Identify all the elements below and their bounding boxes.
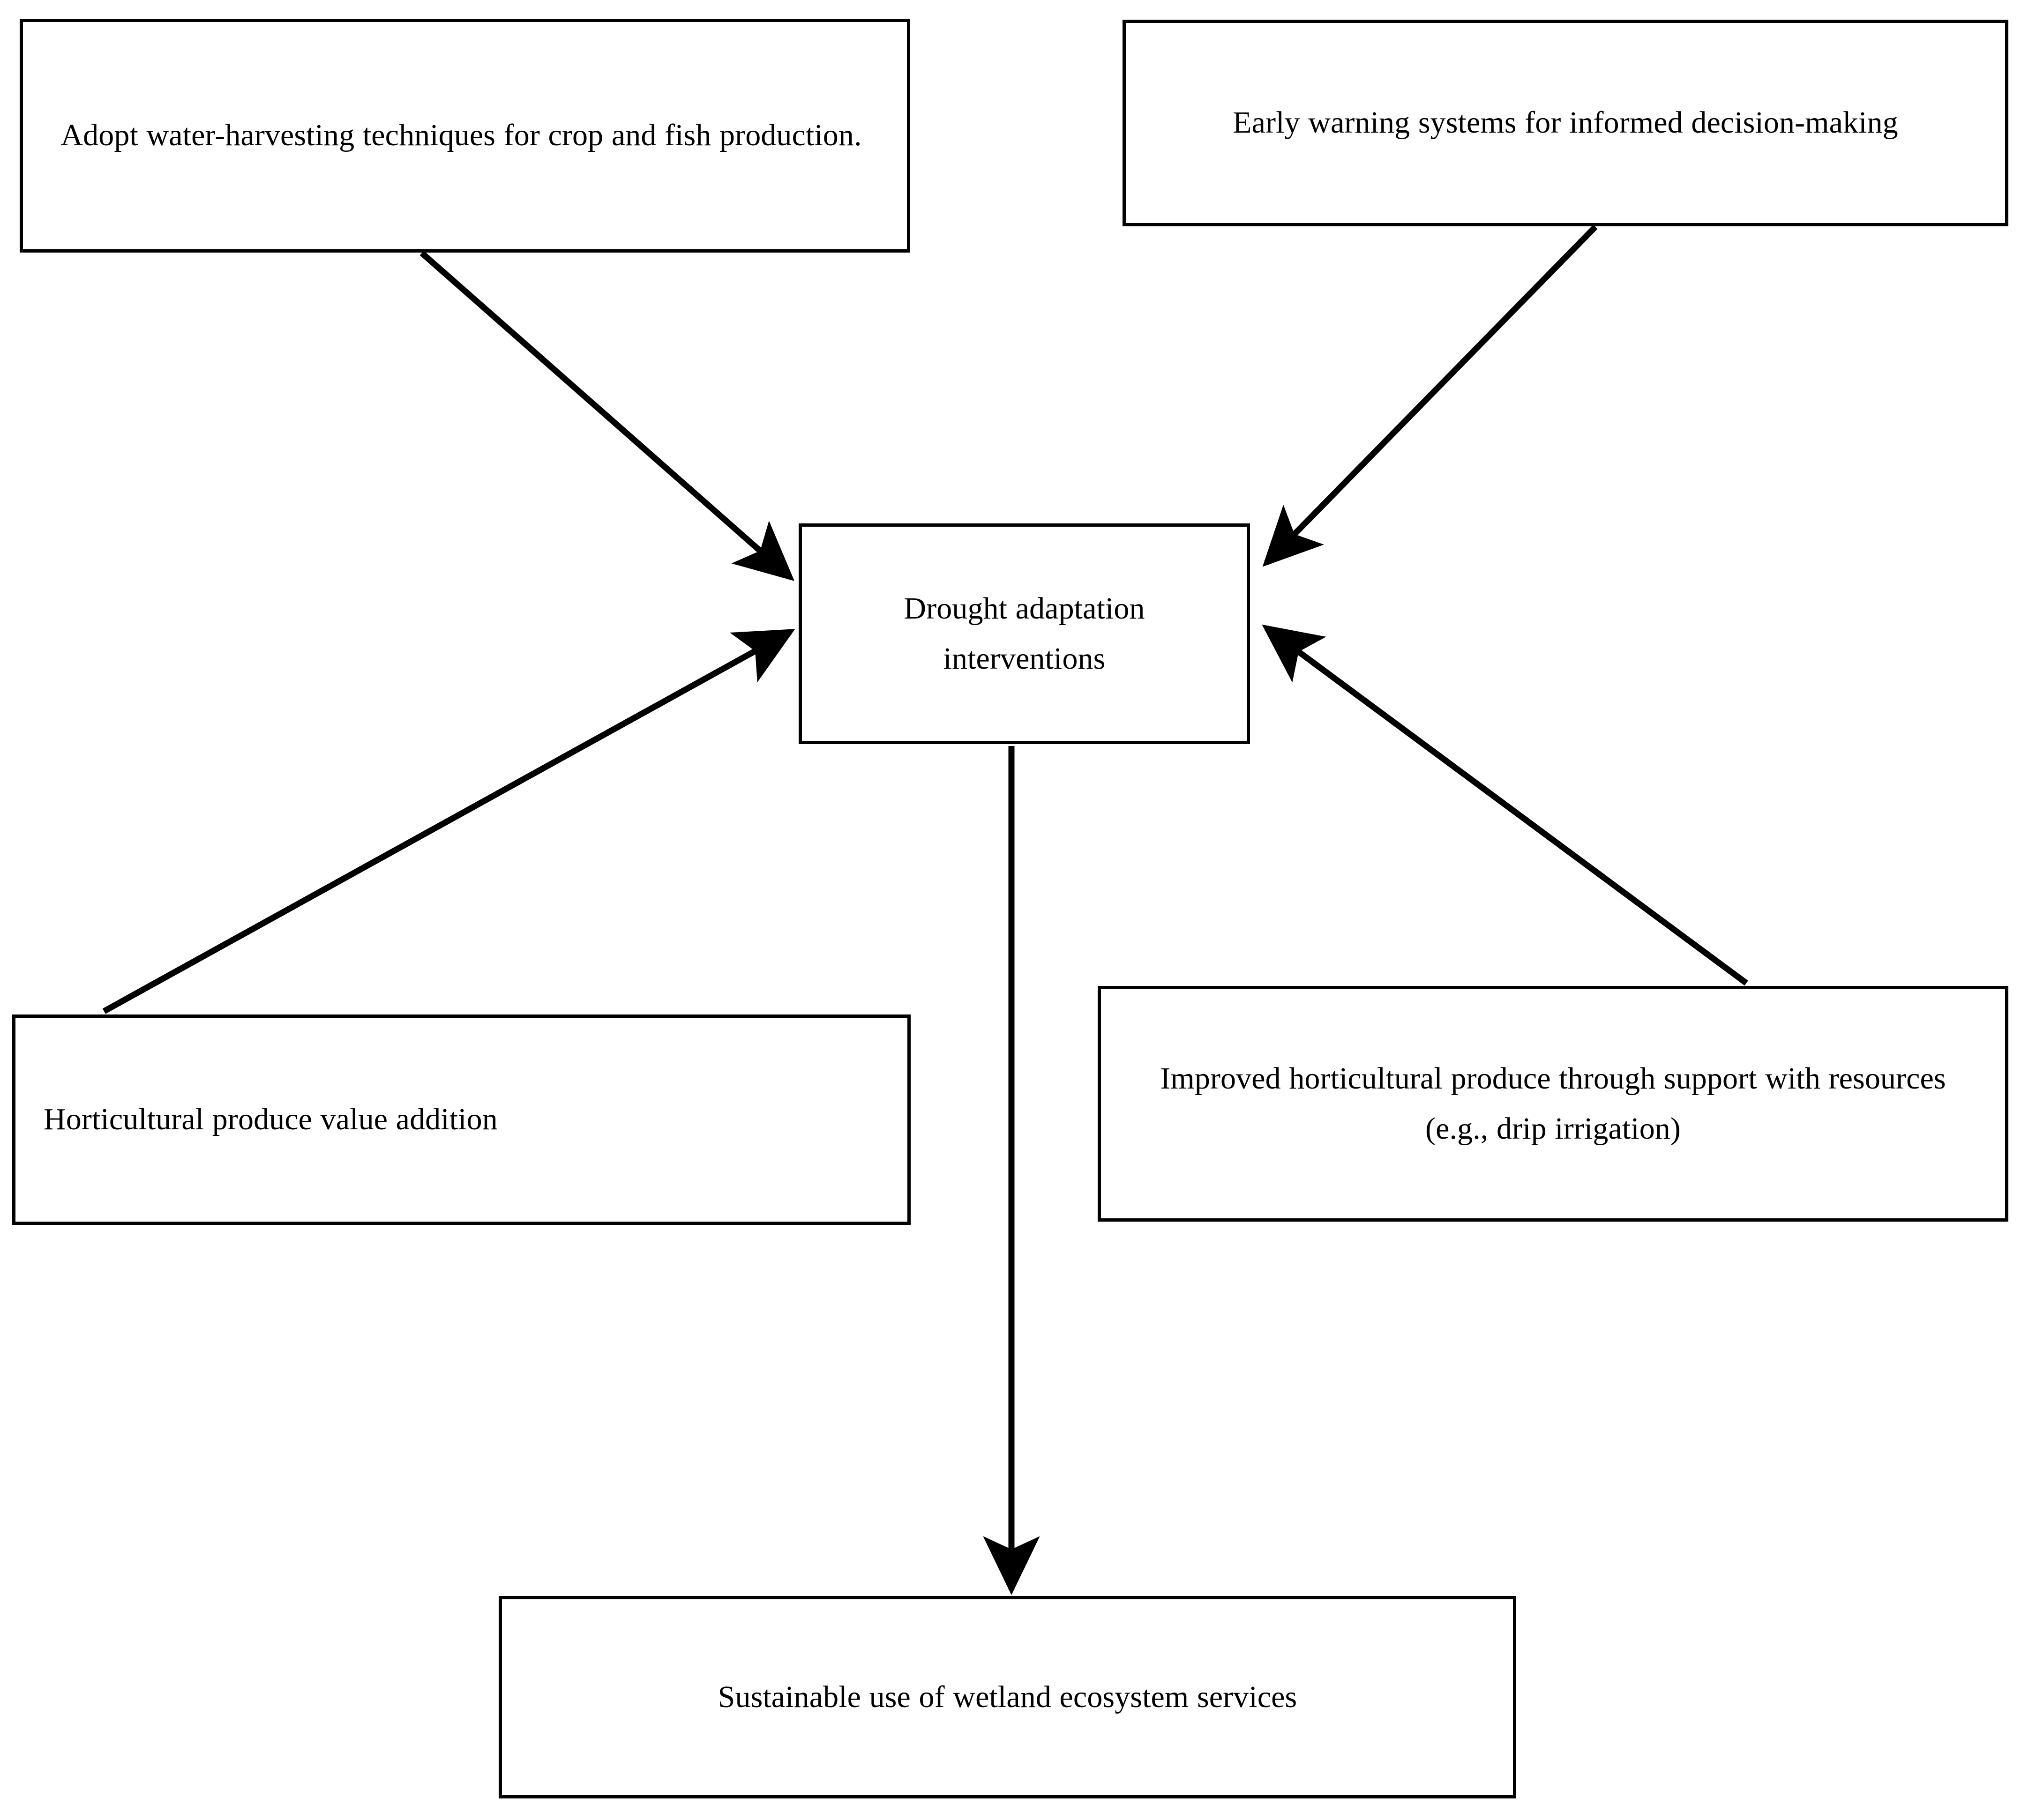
node-wetland-ecosystem-services-label: Sustainable use of wetland ecosystem ser… xyxy=(718,1679,1297,1714)
node-water-harvesting[interactable]: Adopt water-harvesting techniques for cr… xyxy=(20,19,910,253)
node-drought-adaptation-interventions[interactable]: Drought adaptation interventions xyxy=(799,523,1250,744)
edge-value-addition-to-center xyxy=(102,629,795,1014)
edge-water-harvesting-to-center xyxy=(419,251,794,581)
node-early-warning-label: Early warning systems for informed decis… xyxy=(1233,105,1898,140)
node-improved-horticultural-produce[interactable]: Improved horticultural produce through s… xyxy=(1098,986,2008,1222)
node-early-warning[interactable]: Early warning systems for informed decis… xyxy=(1123,20,2008,226)
node-wetland-ecosystem-services[interactable]: Sustainable use of wetland ecosystem ser… xyxy=(499,1596,1516,1798)
node-drought-adaptation-interventions-label: Drought adaptation interventions xyxy=(904,591,1145,676)
edge-improved-produce-to-center xyxy=(1262,624,1748,986)
node-horticultural-value-addition-label: Horticultural produce value addition xyxy=(44,1102,498,1137)
node-horticultural-value-addition[interactable]: Horticultural produce value addition xyxy=(12,1014,911,1225)
node-improved-horticultural-produce-label: Improved horticultural produce through s… xyxy=(1160,1061,1946,1146)
edge-early-warning-to-center xyxy=(1262,224,1598,567)
node-water-harvesting-label: Adopt water-harvesting techniques for cr… xyxy=(60,118,862,153)
